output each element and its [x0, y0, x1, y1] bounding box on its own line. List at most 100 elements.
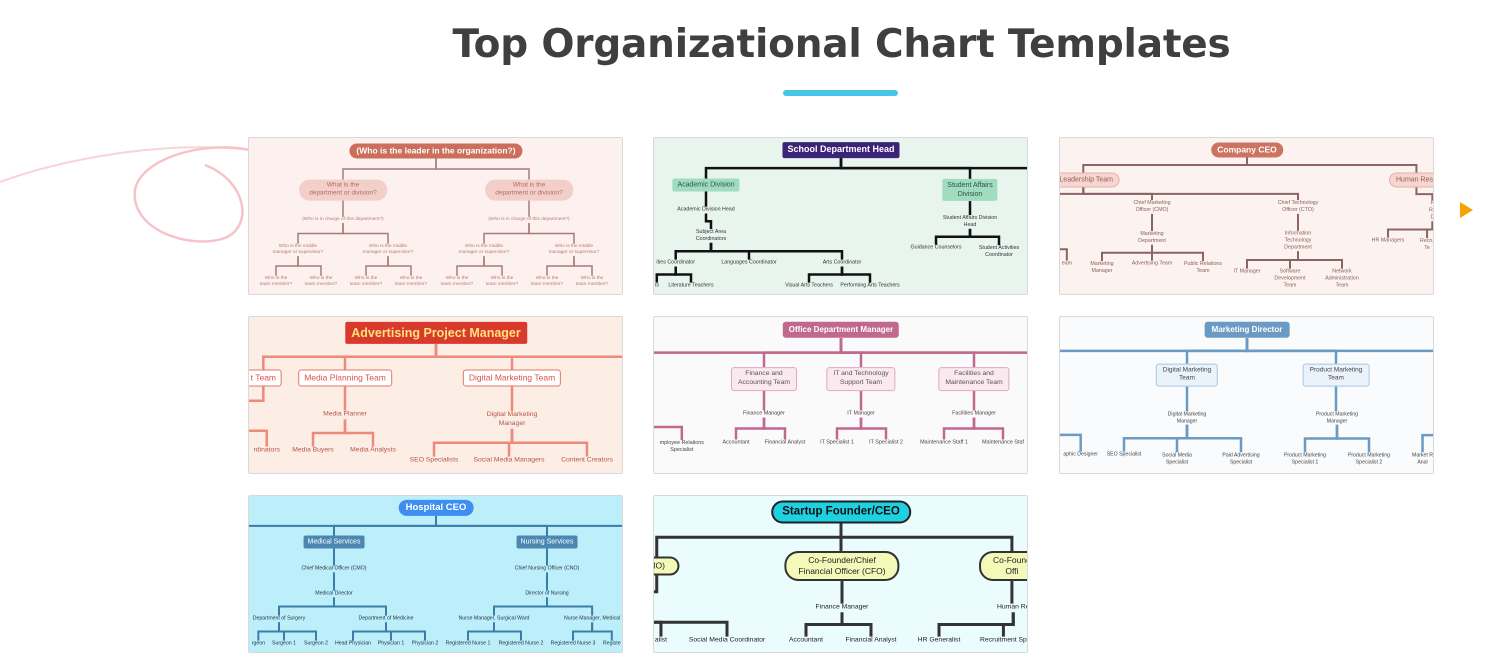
connector-line [804, 612, 844, 637]
role-node: rgeon [251, 640, 265, 647]
role-node: Market R Anal [1412, 452, 1434, 465]
decorative-swirl [0, 146, 251, 243]
role-node: Accountant [788, 636, 824, 644]
role-node: Public Relations Team [1184, 261, 1222, 274]
connector-line [709, 242, 844, 260]
connector-line [591, 622, 613, 641]
connector-lines [249, 344, 622, 457]
role-node: Who is the team member? [349, 275, 383, 287]
role-node: (Who is in charge of this department?) [488, 216, 570, 222]
connector-line [467, 622, 495, 641]
role-node: Digital Marketing Manager [486, 411, 538, 427]
connector-lines [275, 158, 593, 276]
connector-line [1387, 221, 1433, 238]
connector-line [528, 223, 575, 244]
connector-line [257, 622, 280, 641]
department-node: Medical Services [303, 535, 365, 549]
root-node: Startup Founder/CEO [771, 500, 911, 524]
role-node: Literature Teachers [668, 282, 714, 289]
department-node: Finance and Accounting Team [730, 367, 798, 391]
title-underline [783, 90, 898, 96]
connector-line [343, 419, 375, 447]
carousel-next-play-triangle-icon[interactable] [1460, 202, 1473, 218]
department-node: Student Affairs Division [942, 178, 998, 202]
department-node: Human Reso [1389, 172, 1433, 188]
role-node: Registe [603, 640, 621, 647]
connector-line [654, 575, 659, 594]
role-node: Product Marketing Specialist 2 [1347, 452, 1391, 465]
connector-line [1001, 612, 1015, 637]
connector-line [249, 429, 269, 447]
role-node: H Re D [1429, 200, 1434, 221]
connector-lines [1060, 157, 1433, 269]
connector-line [1426, 221, 1433, 239]
role-node: Product Marketing Manager [1315, 411, 1359, 424]
connector-line [278, 597, 335, 616]
connector-line [840, 612, 873, 637]
connector-line [835, 417, 863, 440]
role-node: Who is the team member? [304, 275, 338, 287]
role-node: Content Creators [561, 456, 613, 464]
role-node: Chief Nursing Officer (CNO) [514, 565, 580, 572]
department-node: What is the department or division? [299, 179, 387, 201]
connector-line [278, 622, 317, 641]
connector-line [573, 256, 593, 276]
connector-line [311, 419, 347, 447]
connector-line [839, 157, 1027, 170]
page-title: Top Organizational Chart Templates [452, 22, 1231, 67]
role-node: Maintenance Staf [982, 439, 1024, 446]
connector-line [1303, 424, 1339, 453]
connector-line [1335, 424, 1371, 453]
root-node: (Who is the leader in the organization?) [349, 143, 523, 159]
connector-line [674, 242, 713, 260]
connector-line [942, 417, 976, 440]
root-node: Office Department Manager [782, 321, 900, 339]
connector-line [839, 338, 1027, 354]
connector-line [654, 620, 663, 637]
template-card-startup-founder[interactable]: Startup Founder/CEOMO)Co-Founder/Chief F… [653, 495, 1028, 653]
role-node: Nurse Manager, Surgical Ward [458, 615, 530, 622]
connector-line [275, 256, 299, 276]
role-node: IT Manager [847, 410, 875, 417]
role-node: Guidance Counselors [910, 244, 962, 251]
role-node: Medical Director [315, 590, 353, 597]
role-node: Paid Advertising Specialist [1222, 452, 1260, 465]
connector-line [546, 256, 575, 276]
connector-line [972, 417, 1005, 440]
role-node: Chief Medical Officer (CMO) [301, 565, 367, 572]
role-node: Finance Manager [743, 410, 785, 417]
role-node: Social Media Coordinator [688, 636, 766, 644]
connector-line [1082, 157, 1248, 173]
template-card-organization-leader[interactable]: (Who is the leader in the organization?)… [248, 137, 623, 295]
connector-line [343, 344, 438, 370]
role-node: ities Coordinator [656, 259, 695, 266]
role-node: Department of Medicine [358, 615, 414, 622]
department-node: Product Marketing Team [1302, 363, 1370, 387]
connector-line [483, 256, 503, 276]
role-node: mployee Relations Specialist [659, 439, 704, 453]
role-node: alist [654, 636, 667, 644]
role-node: Registered Nurse 3 [550, 640, 596, 647]
connector-lines [654, 523, 1015, 637]
department-node: Facilities and Maintenance Team [938, 367, 1010, 391]
role-node: Nurse Manager, Medical [564, 615, 621, 622]
role-node: Who is the middle manager or supervisor? [272, 243, 324, 255]
role-node: IT Specialist 1 [820, 439, 854, 446]
role-node: IT Manager [1233, 268, 1261, 275]
connector-line [297, 256, 322, 276]
root-node: Advertising Project Manager [345, 321, 527, 345]
role-node: Media Analysts [350, 446, 396, 454]
role-node: Head Physician [334, 640, 372, 647]
role-node: Chief Technology Officer (CTO) [1277, 200, 1319, 213]
root-node: Hospital CEO [398, 499, 474, 517]
connector-line [704, 213, 713, 230]
role-node: Visual Arts Teachers [785, 282, 833, 289]
connector-line [435, 158, 530, 180]
connector-line [432, 428, 514, 457]
